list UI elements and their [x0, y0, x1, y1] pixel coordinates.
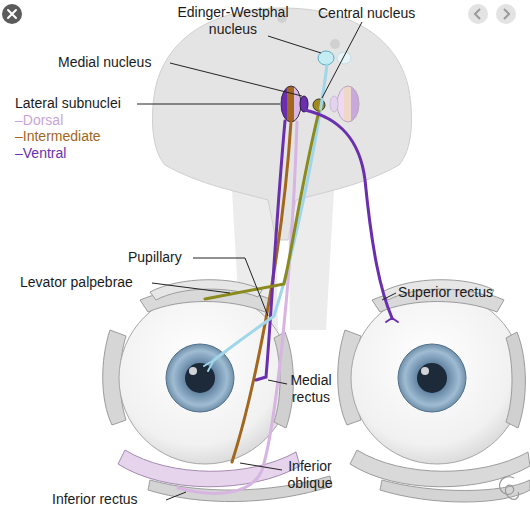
lateral-subnuclei	[336, 84, 360, 124]
lateral-subnuclei	[280, 84, 302, 124]
medial-nucleus	[330, 96, 338, 112]
part-label: Pupillary	[128, 249, 182, 266]
part-label: Central nucleus	[318, 5, 415, 22]
part-label: Superior rectus	[398, 284, 493, 301]
part-label: –Ventral	[15, 145, 66, 162]
part-label: Inferior rectus	[52, 491, 138, 508]
part-label: Levator palpebrae	[20, 274, 133, 291]
part-label: Medial rectus	[280, 372, 342, 406]
part-label: Inferior oblique	[279, 458, 341, 492]
right-eye	[338, 280, 530, 502]
nucleus-dot	[330, 39, 340, 49]
part-label: –Intermediate	[15, 128, 101, 145]
part-label: Lateral subnuclei	[15, 95, 121, 112]
part-label: Edinger-Westphal nucleus	[170, 4, 296, 38]
part-label: –Dorsal	[15, 112, 63, 129]
part-label: Medial nucleus	[58, 54, 151, 71]
nerve-fibres	[178, 65, 398, 493]
edinger-westphal-nucleus	[337, 52, 351, 64]
artist-signature	[500, 477, 519, 500]
nerve-stalk	[288, 190, 334, 330]
